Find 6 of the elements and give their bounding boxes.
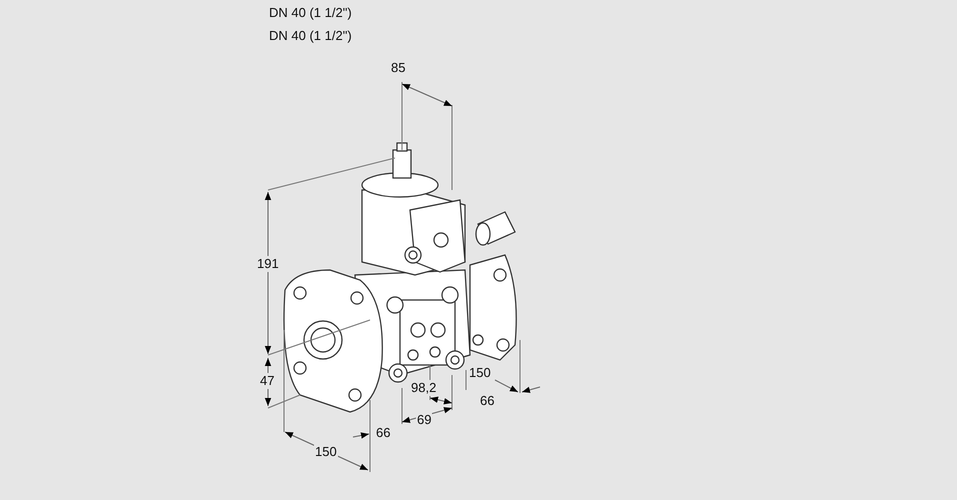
dimension-value: 191: [256, 256, 280, 272]
size-label: DN 40 (1 1/2"): [268, 5, 353, 21]
size-label: DN 40 (1 1/2"): [268, 28, 353, 44]
dimension-value: 150: [314, 444, 338, 460]
dimension-value: 47: [259, 373, 276, 389]
dimension-value: 98,2: [410, 380, 438, 396]
